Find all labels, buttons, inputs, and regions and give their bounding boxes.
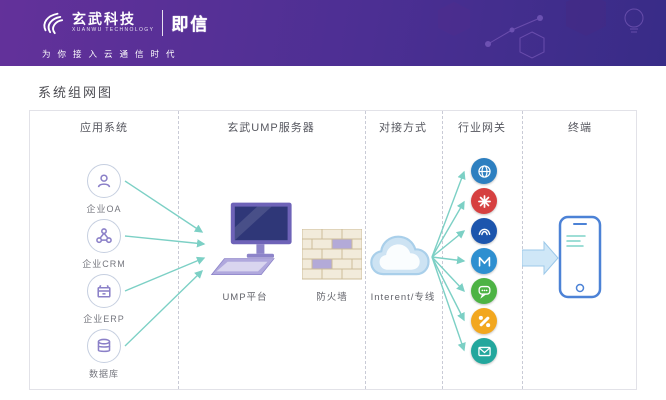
column-separator — [365, 111, 366, 389]
brand-block: 玄武科技 XUANWU TECHNOLOGY — [72, 11, 155, 34]
mail-icon — [471, 338, 497, 364]
smartphone-icon — [558, 215, 602, 299]
app-system-database: 数据库 — [64, 329, 144, 380]
firewall-illustration — [302, 229, 362, 280]
app-system-crm: 企业CRM — [64, 219, 144, 270]
database-icon — [87, 329, 121, 363]
banner: 玄武科技 XUANWU TECHNOLOGY 即信 为你接入云通信时代 — [0, 0, 666, 66]
firewall-label: 防火墙 — [316, 292, 348, 303]
column-separator — [442, 111, 443, 389]
app-label: 企业ERP — [83, 314, 125, 324]
connection-label: Interent/专线 — [370, 292, 436, 303]
app-system-erp: 企业ERP — [64, 274, 144, 325]
ump-platform-label: UMP平台 — [222, 292, 268, 303]
wechat-icon — [471, 278, 497, 304]
tagline: 为你接入云通信时代 — [42, 49, 182, 59]
column-header-gateway: 行业网关 — [458, 122, 506, 134]
mobile-brand-icon — [471, 248, 497, 274]
network-icon — [87, 219, 121, 253]
logo-divider — [162, 9, 164, 36]
column-header-apps: 应用系统 — [80, 122, 128, 134]
page-title: 系统组网图 — [38, 85, 114, 100]
brand-name-en: XUANWU TECHNOLOGY — [72, 27, 155, 33]
telecom-icon — [471, 218, 497, 244]
logo: 玄武科技 XUANWU TECHNOLOGY 即信 — [40, 9, 209, 36]
app-label: 企业CRM — [82, 259, 126, 269]
column-separator — [178, 111, 179, 389]
product-name: 即信 — [171, 15, 210, 34]
big-right-arrow — [522, 240, 559, 276]
app-system-oa: 企业OA — [64, 164, 144, 215]
asterisk-icon — [471, 188, 497, 214]
phone-icon — [471, 308, 497, 334]
globe-icon — [471, 158, 497, 184]
ump-computer-illustration — [210, 202, 292, 275]
column-header-connection: 对接方式 — [379, 122, 427, 134]
brand-name: 玄武科技 — [72, 11, 136, 27]
banner-decoration — [438, 0, 644, 59]
column-header-terminal: 终端 — [568, 122, 592, 134]
diagram-box: 应用系统 玄武UMP服务器 对接方式 行业网关 终端 — [29, 110, 637, 390]
xuanwu-logo-icon — [43, 12, 64, 35]
column-header-ump-server: 玄武UMP服务器 — [227, 122, 315, 134]
user-icon — [87, 164, 121, 198]
package-icon — [87, 274, 121, 308]
cloud-icon — [370, 235, 430, 276]
app-label: 企业OA — [86, 204, 122, 214]
app-label: 数据库 — [88, 369, 119, 379]
